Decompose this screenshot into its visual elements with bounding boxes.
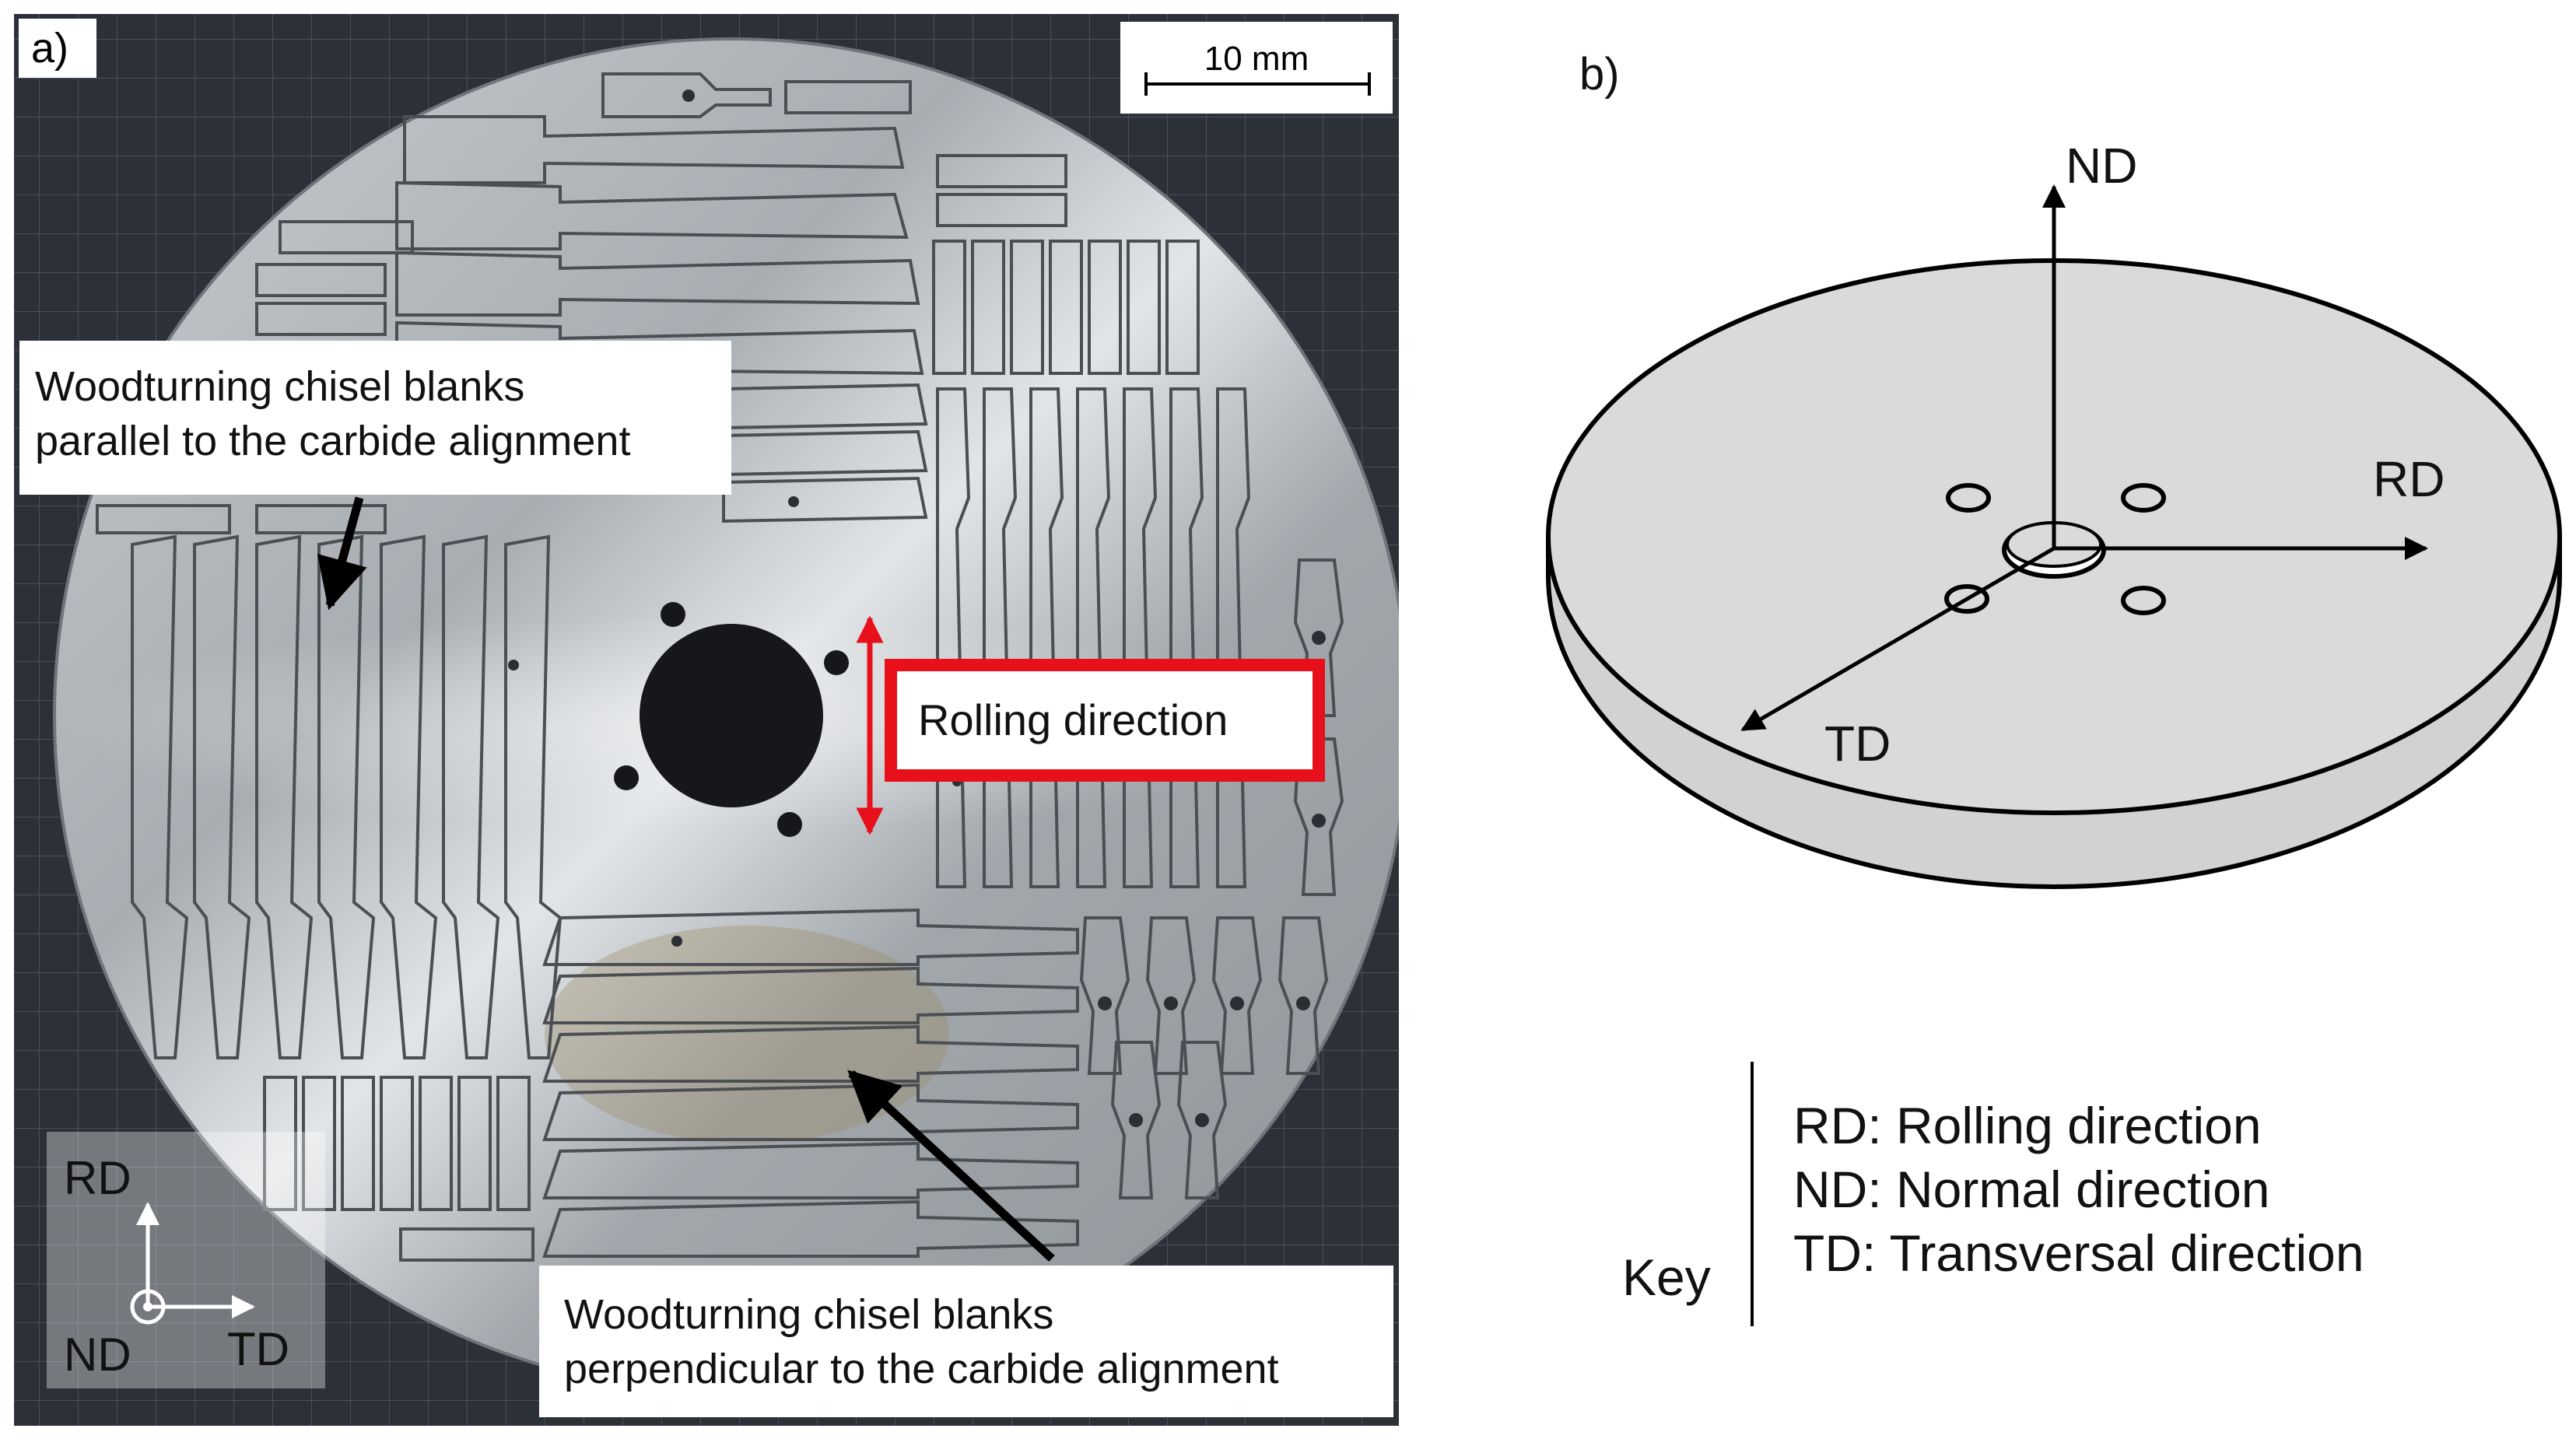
bolt-hole [614,765,639,790]
schematic-bolt-hole [2121,586,2166,615]
bolt-hole [777,812,802,837]
scale-bar: 10 mm [1120,22,1393,114]
triad-td-label: TD [227,1323,289,1375]
key-rd: RD: Rolling direction [1793,1097,2262,1154]
schematic-nd-label: ND [2066,138,2137,194]
panel-a-photo: a) 10 mm Woodturning chisel blanks paral… [14,14,1399,1426]
panel-a-label: a) [31,25,68,72]
laser-cut-blanks [96,72,1344,1262]
schematic-bolt-hole [1946,483,1991,513]
callout-perpendicular: Woodturning chisel blanks perpendicular … [539,1070,1393,1417]
schematic-bolt-hole [2121,483,2166,513]
panel-b-schematic: b) ND RD TD Key RD: Rolling direction ND… [1546,49,2562,1326]
bolt-hole [661,602,685,627]
blank-holes [508,89,1326,1127]
callout-perpendicular-arrow [847,1070,1055,1262]
schematic-td-axis [1740,546,2056,732]
panel-a-label-box [19,19,96,78]
callout-perpendicular-line2: perpendicular to the carbide alignment [564,1346,1279,1392]
triad-rd-label: RD [64,1152,131,1204]
schematic-rd-label: RD [2373,451,2445,507]
callout-rolling-text: Rolling direction [918,695,1228,744]
key-nd: ND: Normal direction [1793,1161,2270,1218]
key-title: Key [1622,1248,1711,1306]
callout-parallel: Woodturning chisel blanks parallel to th… [19,341,731,611]
disc-centre-hole [640,624,823,807]
callout-parallel-line2: parallel to the carbide alignment [35,418,630,464]
callout-rolling-direction: Rolling direction [885,659,1325,782]
callout-perpendicular-line1: Woodturning chisel blanks [564,1291,1053,1338]
key: Key RD: Rolling direction ND: Normal dir… [1622,1062,2364,1326]
panel-b-label: b) [1579,49,1620,100]
bolt-hole [824,650,849,675]
callout-parallel-line1: Woodturning chisel blanks [35,363,524,410]
key-td: TD: Transversal direction [1793,1224,2364,1282]
schematic-bolt-hole [1944,584,1989,614]
axis-triad-inset: RD ND TD [47,1132,325,1388]
triad-nd-label: ND [64,1329,131,1381]
schematic-td-label: TD [1824,716,1891,772]
callout-parallel-arrow [317,496,367,611]
scale-bar-label: 10 mm [1204,40,1309,78]
